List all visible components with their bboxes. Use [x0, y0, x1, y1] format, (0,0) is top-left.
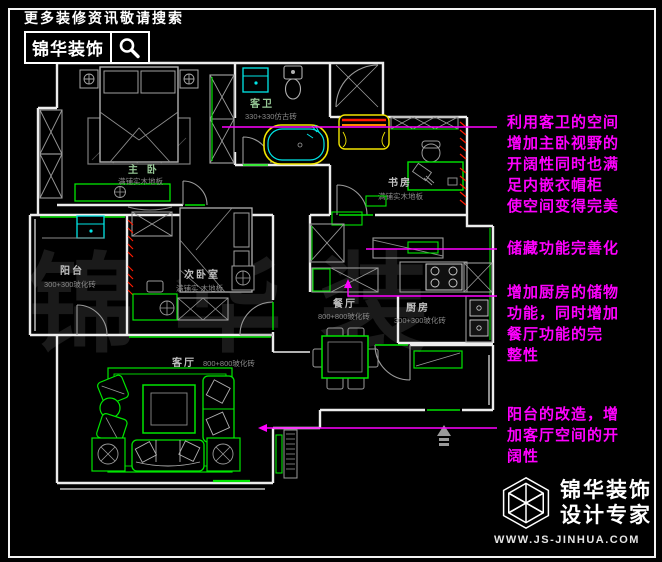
annotation-master-bath: 利用客卫的空间 增加主卧视野的 开阔性同时也满 足内嵌衣帽柜 使空间变得完美: [507, 114, 620, 215]
room-label-balcony: 阳台: [60, 264, 84, 277]
search-bar: 锦华装饰: [24, 31, 150, 64]
left-wardrobe: [39, 109, 63, 199]
leader-arrow-up: [344, 279, 352, 288]
outer-frame: [8, 8, 656, 558]
room-label-bedroom2: 次卧室: [184, 268, 220, 281]
floor-label-bedroom2: 满铺实 木地板: [176, 283, 224, 293]
annotation-leader-lines: [222, 126, 497, 429]
room-dining: 餐厅 800+800玻化砖: [311, 267, 379, 390]
floor-label-bath: 330+330仿古砖: [245, 111, 297, 121]
leader-arrow-left: [258, 424, 267, 432]
master-wardrobe: [209, 74, 235, 164]
room-label-kitchen: 厨房: [406, 301, 430, 314]
search-promo: 更多装修资讯敬请搜索 锦华装饰: [24, 8, 184, 64]
room-balcony: 阳台 300+300玻化砖: [42, 215, 105, 289]
entry-door-marker: [437, 425, 451, 436]
floor-label-master: 满铺实木地板: [118, 176, 163, 186]
search-icon: [112, 33, 146, 62]
room-label-study: 书房: [388, 176, 412, 189]
brand-name: 锦华装饰: [26, 33, 112, 62]
floor-label-kitchen: 300+300玻化砖: [394, 315, 446, 325]
room-study: 书房 满铺实木地板: [338, 114, 467, 206]
footer-brand-text: 锦华装饰 设计专家: [560, 479, 652, 527]
room-bedroom2: 次卧室 满铺实 木地板: [127, 207, 255, 321]
room-label-living: 客厅: [171, 356, 196, 369]
annotation-balcony-living: 阳台的改造，增 加客厅空间的开 阔性: [507, 406, 620, 465]
door-arcs: [76, 64, 411, 381]
green-trim: [40, 164, 491, 483]
room-master: 主 卧 满铺实木地板: [39, 66, 235, 211]
footer-brand: 锦华装饰 设计专家 WWW.JS-JINHUA.COM: [482, 475, 652, 546]
cube-logo-icon: [498, 475, 554, 531]
floor-label-study: 满铺实木地板: [378, 191, 423, 201]
wall-hatch-red: [127, 219, 134, 296]
floor-label-living: 800+800玻化砖: [203, 358, 255, 368]
room-label-master: 主 卧: [128, 163, 160, 176]
room-bath: 客卫 330+330仿古砖: [242, 65, 329, 165]
hall-storage: [309, 195, 444, 263]
room-living: 客厅 800+800玻化砖: [91, 356, 298, 479]
room-kitchen: 厨房 300+300玻化砖: [394, 261, 493, 343]
room-label-dining: 餐厅: [332, 297, 357, 310]
floor-label-dining: 800+800玻化砖: [318, 311, 370, 321]
search-tagline: 更多装修资讯敬请搜索: [24, 10, 184, 26]
floor-label-balcony: 300+300玻化砖: [44, 279, 96, 289]
annotation-kitchen-dining: 增加厨房的储物 功能，同时增加 餐厅功能的完 整性: [507, 284, 620, 364]
annotation-storage: 储藏功能完善化: [507, 240, 620, 257]
radiator-hatch: [459, 121, 467, 206]
footer-website: WWW.JS-JINHUA.COM: [494, 534, 640, 546]
entry-zone: [413, 350, 463, 446]
room-label-bath: 客卫: [249, 97, 274, 110]
